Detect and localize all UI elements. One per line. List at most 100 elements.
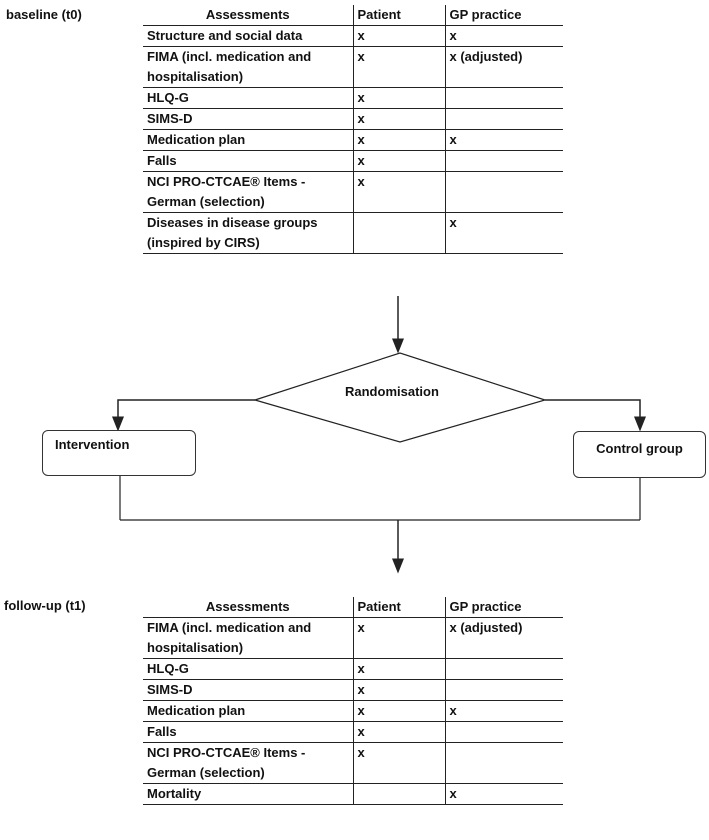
- baseline-assessment-table: Assessments Patient GP practice Structur…: [143, 5, 563, 254]
- table-row: SIMS-D x: [143, 108, 563, 130]
- gp-practice-cell: x (adjusted): [444, 617, 563, 659]
- gp-practice-cell: [444, 150, 563, 172]
- patient-cell: x: [352, 171, 445, 213]
- patient-cell: [352, 783, 445, 805]
- gp-practice-cell: [444, 679, 563, 701]
- assessment-cell: Medication plan: [143, 700, 353, 722]
- assessment-cell: Mortality: [143, 783, 353, 805]
- table-row: Falls x: [143, 150, 563, 172]
- assessment-line: HLQ-G: [147, 90, 189, 105]
- table-header-row: Assessments Patient GP practice: [143, 5, 563, 26]
- assessment-cell: Structure and social data: [143, 25, 353, 47]
- table-header-row: Assessments Patient GP practice: [143, 597, 563, 618]
- assessment-line: NCI PRO-CTCAE® Items -: [147, 745, 306, 760]
- assessment-line: Mortality: [147, 786, 202, 801]
- patient-cell: x: [352, 25, 445, 47]
- gp-practice-cell: x: [444, 25, 563, 47]
- assessment-cell: HLQ-G: [143, 87, 353, 109]
- assessment-line: FIMA (incl. medication and: [147, 49, 312, 64]
- patient-cell: [352, 212, 445, 254]
- gp-practice-cell: x (adjusted): [444, 46, 563, 88]
- assessment-cell: Medication plan: [143, 129, 353, 151]
- control-group-label: Control group: [596, 441, 683, 456]
- patient-cell: x: [352, 46, 445, 88]
- assessment-line: FIMA (incl. medication and: [147, 620, 312, 635]
- branch-to-control: [545, 399, 646, 432]
- control-group-box: Control group: [573, 431, 706, 478]
- assessment-cell: FIMA (incl. medication and hospitalisatio…: [143, 46, 353, 88]
- assessment-line: Medication plan: [147, 132, 246, 147]
- patient-cell: x: [352, 742, 445, 784]
- randomisation-label: Randomisation: [345, 384, 439, 399]
- assessment-line: Medication plan: [147, 703, 246, 718]
- branch-to-intervention: [112, 399, 255, 432]
- assessment-line: German (selection): [147, 194, 265, 209]
- assessment-line: Structure and social data: [147, 28, 303, 43]
- assessment-cell: NCI PRO-CTCAE® Items - German (selection): [143, 171, 353, 213]
- gp-practice-cell: x: [444, 700, 563, 722]
- table-row: Mortality x: [143, 783, 563, 805]
- assessment-line: hospitalisation): [147, 640, 244, 655]
- assessment-line: (inspired by CIRS): [147, 235, 260, 250]
- assessment-cell: Falls: [143, 150, 353, 172]
- assessment-cell: NCI PRO-CTCAE® Items - German (selection): [143, 742, 353, 784]
- assessment-cell: SIMS-D: [143, 108, 353, 130]
- gp-practice-cell: [444, 721, 563, 743]
- header-patient: Patient: [352, 5, 445, 26]
- assessment-line: Diseases in disease groups: [147, 215, 318, 230]
- patient-cell: x: [352, 87, 445, 109]
- followup-assessment-table: Assessments Patient GP practice FIMA (in…: [143, 597, 563, 805]
- patient-cell: x: [352, 108, 445, 130]
- patient-cell: x: [352, 700, 445, 722]
- header-gp-practice: GP practice: [444, 597, 563, 618]
- assessment-line: Falls: [147, 724, 177, 739]
- assessment-cell: Diseases in disease groups (inspired by C…: [143, 212, 353, 254]
- assessment-cell: FIMA (incl. medication and hospitalisatio…: [143, 617, 353, 659]
- intervention-label: Intervention: [55, 437, 130, 452]
- table-row: FIMA (incl. medication and hospitalisatio…: [143, 617, 563, 659]
- assessment-line: Falls: [147, 153, 177, 168]
- gp-practice-cell: [444, 171, 563, 213]
- gp-practice-cell: x: [444, 212, 563, 254]
- patient-cell: x: [352, 721, 445, 743]
- header-patient: Patient: [352, 597, 445, 618]
- table-row: HLQ-G x: [143, 658, 563, 680]
- patient-cell: x: [352, 150, 445, 172]
- patient-cell: x: [352, 129, 445, 151]
- gp-practice-cell: [444, 108, 563, 130]
- assessment-line: NCI PRO-CTCAE® Items -: [147, 174, 306, 189]
- baseline-label: baseline (t0): [6, 7, 82, 22]
- header-assessments: Assessments: [143, 597, 353, 618]
- table-row: Diseases in disease groups (inspired by C…: [143, 212, 563, 254]
- table-row: NCI PRO-CTCAE® Items - German (selection)…: [143, 742, 563, 784]
- header-assessments: Assessments: [143, 5, 353, 26]
- header-gp-practice: GP practice: [444, 5, 563, 26]
- assessment-cell: SIMS-D: [143, 679, 353, 701]
- assessment-line: SIMS-D: [147, 111, 193, 126]
- assessment-cell: HLQ-G: [143, 658, 353, 680]
- gp-practice-cell: x: [444, 783, 563, 805]
- table-row: FIMA (incl. medication and hospitalisatio…: [143, 46, 563, 88]
- gp-practice-cell: [444, 658, 563, 680]
- patient-cell: x: [352, 658, 445, 680]
- assessment-line: German (selection): [147, 765, 265, 780]
- assessment-cell: Falls: [143, 721, 353, 743]
- gp-practice-cell: [444, 87, 563, 109]
- gp-practice-cell: [444, 742, 563, 784]
- intervention-box: Intervention: [42, 430, 196, 476]
- table-row: Falls x: [143, 721, 563, 743]
- assessment-line: SIMS-D: [147, 682, 193, 697]
- assessment-line: HLQ-G: [147, 661, 189, 676]
- followup-label: follow-up (t1): [4, 598, 86, 613]
- assessment-line: hospitalisation): [147, 69, 244, 84]
- table-row: NCI PRO-CTCAE® Items - German (selection)…: [143, 171, 563, 213]
- gp-practice-cell: x: [444, 129, 563, 151]
- table-row: HLQ-G x: [143, 87, 563, 109]
- patient-cell: x: [352, 617, 445, 659]
